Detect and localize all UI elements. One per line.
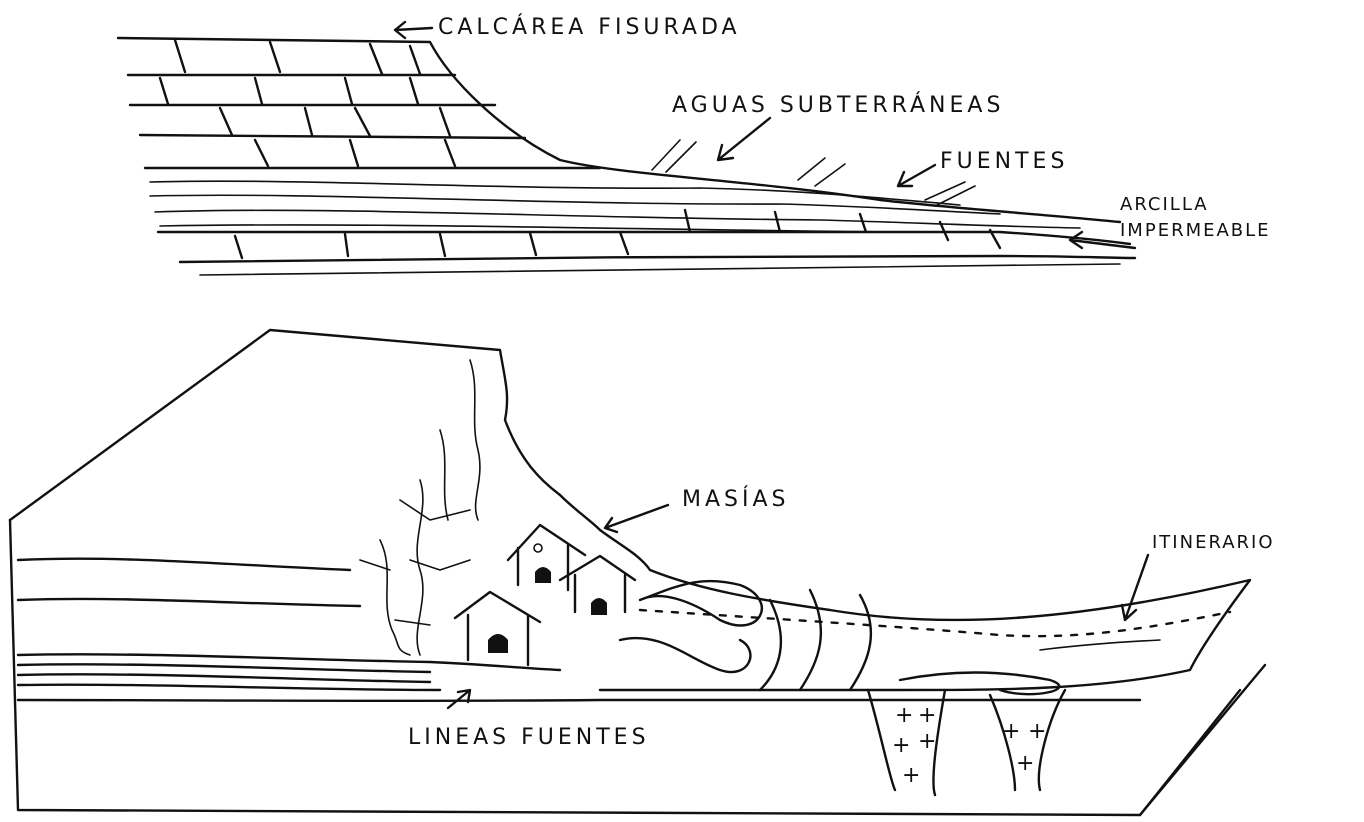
farmhouse-1 — [508, 525, 585, 590]
face-stratum-2 — [18, 599, 360, 606]
svg-text:+: + — [918, 703, 936, 728]
label-impermeable: IMPERMEABLE — [1120, 220, 1271, 241]
cliff-cracks — [360, 360, 480, 655]
cliff-profile — [118, 38, 1120, 222]
arrow-lineas — [448, 690, 470, 708]
face-stratum-3 — [18, 700, 1140, 701]
granite-intrusion-1: + + + + + — [868, 690, 945, 795]
left-face — [10, 520, 1240, 815]
lower-stratum-1 — [158, 231, 1130, 245]
svg-text:+: + — [918, 729, 936, 754]
lower-stratum-3 — [200, 264, 1120, 275]
spring-band — [18, 654, 560, 690]
top-cross-section: CALCÁREA FISURADA AGUAS SUBTERRÁNEAS FUE… — [118, 14, 1271, 275]
farmhouse-3 — [455, 592, 540, 665]
arrow-itinerario — [1122, 555, 1148, 620]
svg-text:+: + — [1028, 719, 1046, 744]
fissures — [160, 40, 455, 166]
right-edge — [1140, 665, 1265, 815]
bottom-block-diagram: + + + + + + + + MASÍAS ITINERARIO LINEAS… — [10, 330, 1275, 815]
spring-marks — [652, 140, 975, 206]
lower-stratum-2 — [180, 256, 1135, 262]
label-arcilla: ARCILLA — [1120, 194, 1209, 215]
face-stratum-1 — [18, 559, 350, 570]
granite-intrusion-2: + + + — [990, 690, 1065, 790]
plateau-outline — [10, 330, 1250, 690]
label-masias: MASÍAS — [682, 486, 790, 512]
svg-text:+: + — [902, 763, 920, 788]
svg-text:+: + — [1002, 719, 1020, 744]
arrow-calcarea — [395, 22, 432, 38]
svg-text:+: + — [895, 703, 913, 728]
svg-text:+: + — [1016, 751, 1034, 776]
label-itinerario: ITINERARIO — [1152, 532, 1275, 553]
label-calcarea: CALCÁREA FISURADA — [438, 14, 741, 40]
arrow-aguas — [718, 118, 770, 160]
farmhouse-2 — [560, 556, 635, 615]
label-aguas: AGUAS SUBTERRÁNEAS — [672, 92, 1004, 118]
label-fuentes: FUENTES — [940, 149, 1068, 174]
label-lineas-fuentes: LINEAS FUENTES — [408, 725, 650, 750]
arrow-masias — [605, 505, 668, 532]
arrow-fuentes — [898, 165, 935, 186]
limestone-stratum-3 — [140, 135, 525, 138]
farmhouse-door — [535, 567, 551, 583]
svg-text:+: + — [892, 733, 910, 758]
valley-path — [620, 581, 1230, 694]
